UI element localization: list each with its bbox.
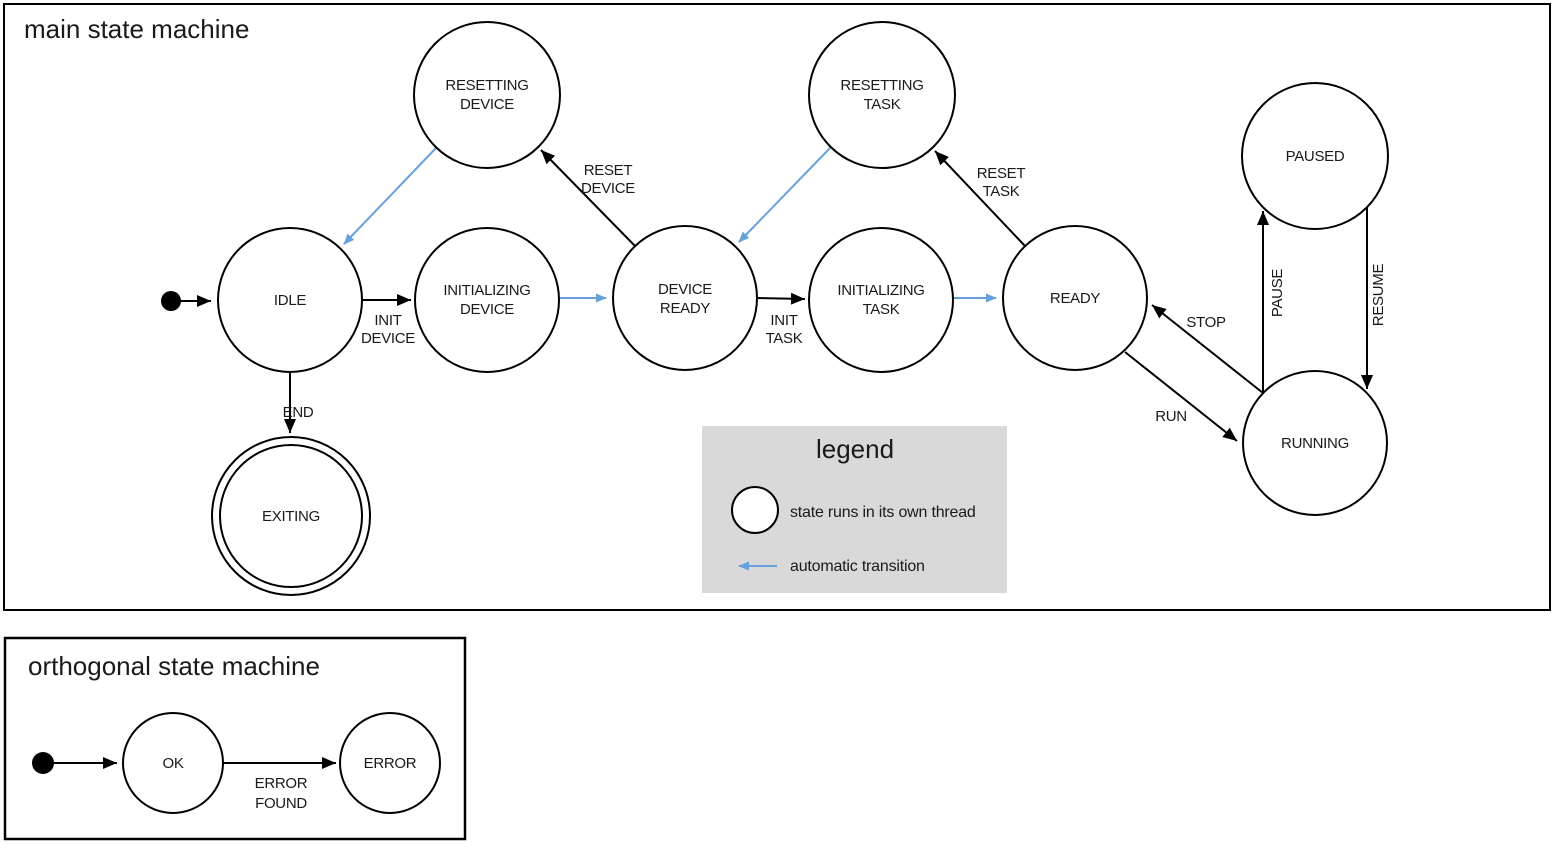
state-device-ready: DEVICE READY	[612, 225, 758, 371]
state-label: PAUSED	[1286, 148, 1345, 165]
state-running: RUNNING	[1242, 370, 1388, 516]
main-state-machine: main state machine INIT DEVICE RESET DEV…	[3, 3, 1551, 611]
state-label: INITIALIZING	[443, 282, 530, 299]
state-resetting-device: RESETTING DEVICE	[413, 21, 561, 169]
state-label: INITIALIZING	[837, 282, 924, 299]
state-circle	[413, 21, 561, 169]
initial-state-icon	[32, 752, 54, 774]
transition-label: RESUME	[1370, 264, 1387, 327]
transition-label: TASK	[766, 330, 803, 347]
main-state-machine-border	[3, 3, 1551, 611]
state-circle	[1241, 82, 1389, 230]
state-label: RESETTING	[445, 77, 528, 94]
transition-label: RESET	[584, 162, 633, 179]
state-circle	[217, 227, 363, 373]
transition-resetting-task-device-ready-automatic	[738, 146, 832, 243]
transition-label: STOP	[1186, 314, 1226, 331]
threaded-state-sample-icon	[731, 486, 779, 534]
transition-arrow	[1151, 304, 1264, 394]
transition-idle-exiting-end: END	[283, 372, 314, 433]
transition-arrow	[1124, 351, 1238, 442]
state-label: EXITING	[262, 508, 320, 525]
state-paused: PAUSED	[1241, 82, 1389, 230]
transition-resetting-device-idle-automatic	[343, 147, 437, 245]
state-circle	[219, 444, 363, 588]
transition-arrow	[756, 292, 806, 305]
state-label: READY	[1050, 290, 1100, 307]
transition-ready-resetting-task: RESET TASK	[934, 150, 1026, 247]
state-initializing-device: INITIALIZING DEVICE	[414, 227, 560, 373]
transition-label: RESET	[977, 165, 1026, 182]
transition-label: DEVICE	[361, 330, 415, 347]
state-error: ERROR	[339, 712, 441, 814]
initial-state-icon	[161, 291, 181, 311]
state-label: READY	[660, 300, 710, 317]
state-label: DEVICE	[460, 96, 514, 113]
transition-running-ready-stop: STOP	[1151, 304, 1264, 394]
transition-device-ready-initializing-task: INIT TASK	[756, 292, 806, 347]
state-circle	[122, 712, 224, 814]
state-circle	[1002, 225, 1148, 371]
legend-item-automatic-transition: automatic transition	[738, 558, 925, 575]
state-label: ERROR	[364, 755, 417, 772]
state-label: RUNNING	[1281, 435, 1349, 452]
state-label: IDLE	[274, 292, 306, 309]
transition-device-ready-resetting-device: RESET DEVICE	[540, 149, 636, 247]
orthogonal-state-machine-border	[3, 636, 467, 841]
transition-arrow	[540, 149, 636, 247]
transition-arrow	[934, 150, 1026, 247]
state-circle	[612, 225, 758, 371]
state-ready: READY	[1002, 225, 1148, 371]
state-circle	[339, 712, 441, 814]
state-exiting-final: EXITING	[211, 436, 371, 596]
state-label: DEVICE	[460, 301, 514, 318]
legend-item-label: automatic transition	[790, 558, 925, 575]
transition-label: TASK	[983, 183, 1020, 200]
state-resetting-task: RESETTING TASK	[808, 21, 956, 169]
legend-item-label: state runs in its own thread	[790, 504, 976, 521]
state-circle	[414, 227, 560, 373]
orthogonal-state-machine-title: orthogonal state machine	[28, 651, 320, 681]
transition-label: ERROR	[255, 775, 308, 792]
transition-label: RUN	[1155, 408, 1187, 425]
transition-paused-running-resume: RESUME	[1361, 207, 1387, 389]
transition-ok-error: ERROR FOUND	[223, 757, 336, 812]
transition-label: INIT	[770, 312, 797, 329]
state-label: TASK	[864, 96, 901, 113]
transition-label: FOUND	[255, 795, 307, 812]
state-circle	[808, 21, 956, 169]
state-label: RESETTING	[840, 77, 923, 94]
orthogonal-state-machine: orthogonal state machine ERROR FOUND OK …	[3, 636, 467, 841]
state-label: DEVICE	[658, 281, 712, 298]
main-state-machine-title: main state machine	[24, 14, 249, 44]
transition-label: PAUSE	[1269, 269, 1286, 318]
state-circle	[808, 227, 954, 373]
transition-idle-initializing-device: INIT DEVICE	[361, 294, 416, 347]
transition-label: INIT	[374, 312, 401, 329]
transition-label: DEVICE	[581, 180, 635, 197]
transition-label: END	[283, 404, 314, 421]
state-label: OK	[162, 755, 183, 772]
state-initializing-task: INITIALIZING TASK	[808, 227, 954, 373]
state-circle	[1242, 370, 1388, 516]
transition-ready-running-run: RUN	[1124, 351, 1238, 442]
state-idle: IDLE	[217, 227, 363, 373]
transition-running-paused-pause: PAUSE	[1257, 211, 1286, 393]
state-ok: OK	[122, 712, 224, 814]
legend-title: legend	[816, 434, 894, 464]
legend: legend state runs in its own thread auto…	[702, 426, 1007, 593]
legend-item-threaded-state: state runs in its own thread	[731, 486, 976, 534]
state-label: TASK	[863, 301, 900, 318]
